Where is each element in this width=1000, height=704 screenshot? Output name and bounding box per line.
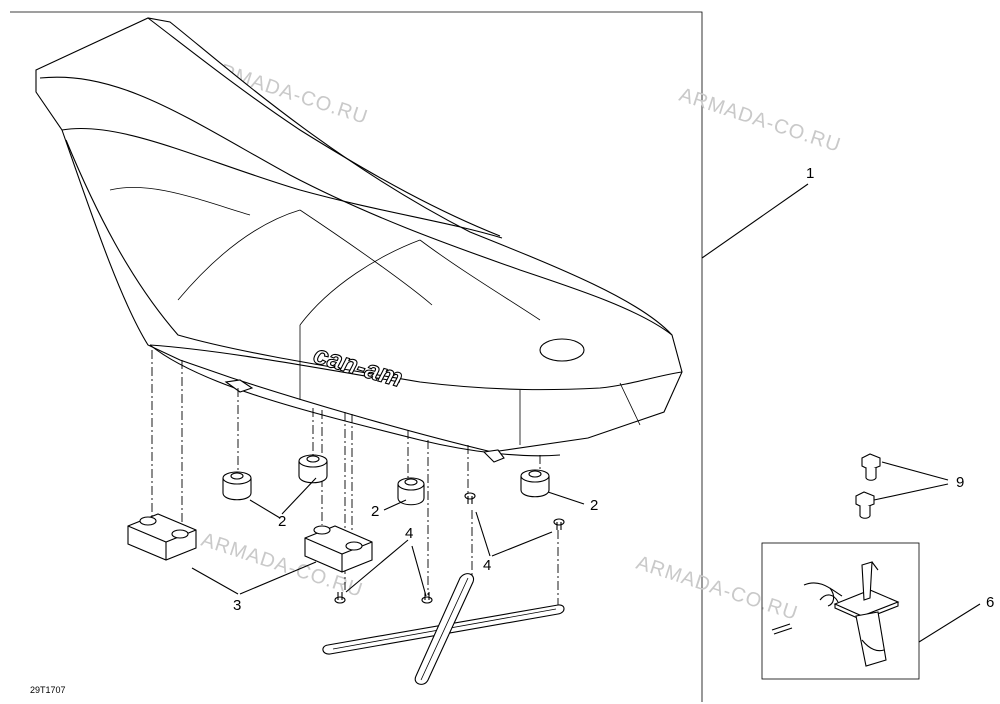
callout-rear-bumper: 3 [233, 597, 241, 614]
watermark-4: ARMADA-CO.RU [633, 552, 800, 625]
callout-latch-assembly: 6 [986, 594, 994, 611]
bumper-center [397, 477, 425, 506]
callout-bumper-c: 2 [590, 497, 598, 514]
callout-bolt: 9 [956, 474, 964, 491]
rear-bumper-right [304, 525, 373, 573]
bolt-upper [861, 453, 881, 481]
latch-assembly [761, 542, 920, 680]
seat-emblem-oval [539, 338, 585, 362]
drawing-code: 29T1707 [30, 685, 66, 695]
screw-3 [464, 492, 476, 504]
assembly-center-lines [151, 350, 559, 610]
leader-lines [191, 183, 981, 643]
diagram-frame [10, 11, 703, 702]
screw-2 [421, 592, 433, 604]
rubber-bumpers [222, 454, 550, 506]
rear-bumper-blocks [127, 513, 373, 573]
screw-4 [553, 518, 565, 530]
seat: can-am [35, 17, 683, 463]
bolts [855, 453, 881, 519]
callout-screw-group-a: 4 [405, 525, 413, 542]
latch-detail-frame [761, 542, 920, 680]
callouts: 1 2 2 2 3 4 4 9 6 [233, 165, 994, 614]
screws [334, 492, 565, 604]
support-strips [322, 573, 565, 685]
rear-bumper-left [127, 513, 197, 561]
screw-1 [334, 592, 346, 604]
callout-bumper-b: 2 [371, 503, 379, 520]
callout-bumper-a: 2 [278, 513, 286, 530]
bumper-right [520, 469, 550, 498]
callout-seat: 1 [806, 165, 814, 182]
watermark-2: ARMADA-CO.RU [676, 84, 843, 157]
bumper-center-left [298, 454, 328, 484]
callout-screw-group-b: 4 [483, 557, 491, 574]
bumper-left [222, 471, 252, 501]
bolt-lower [855, 491, 875, 519]
